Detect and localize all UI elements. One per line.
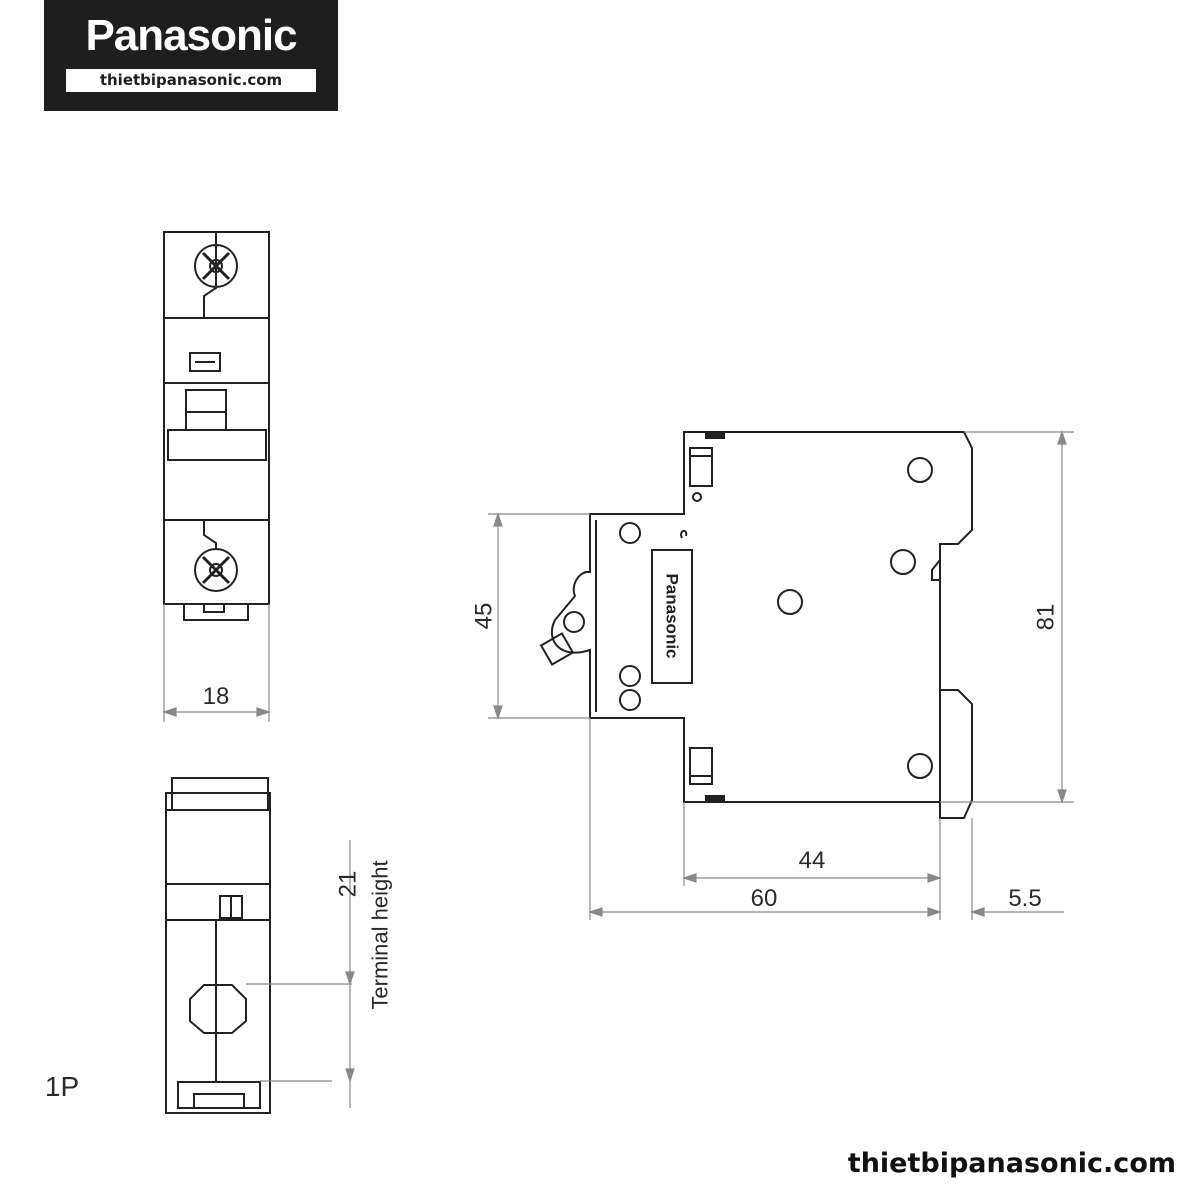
logo-website-text: thietbipanasonic.com [66,69,316,92]
dim-44-label: 44 [799,847,826,874]
pole-label: 1P [45,1071,79,1102]
dim-45-label: 45 [471,603,498,630]
front-width-label: 18 [203,683,230,710]
terminal-height-label: Terminal height [368,860,393,1009]
bottom-view [165,777,271,1114]
terminal-hole [189,984,247,1034]
side-view [539,431,973,819]
dim-81-label: 81 [1033,604,1060,631]
dim-5-5-label: 5.5 [1008,885,1041,912]
toggle-lever [185,389,227,431]
side-brand-label: Panasonic [663,573,682,658]
top-terminal-slot [689,447,713,487]
bottom-terminal-slot [689,747,713,785]
indicator-window [189,352,221,372]
footer-website: thietbipanasonic.com [847,1148,1176,1179]
bottom-view-body [165,792,271,1114]
front-view [163,231,270,621]
side-dimensions [488,430,1074,920]
bottom-screw-icon [194,548,238,592]
front-width-dimension [162,604,271,722]
logo-brand-text: Panasonic [85,11,297,60]
panasonic-logo: Panasonic thietbipanasonic.com [44,0,338,111]
brand-plate [651,549,693,684]
terminal-height-dimension [246,840,355,1108]
terminal-dim-label: 21 [335,871,362,898]
side-toggle [539,632,575,666]
top-screw-icon [194,244,238,288]
toggle-base [167,429,267,461]
dim-60-label: 60 [751,885,778,912]
side-view-body [550,431,973,819]
